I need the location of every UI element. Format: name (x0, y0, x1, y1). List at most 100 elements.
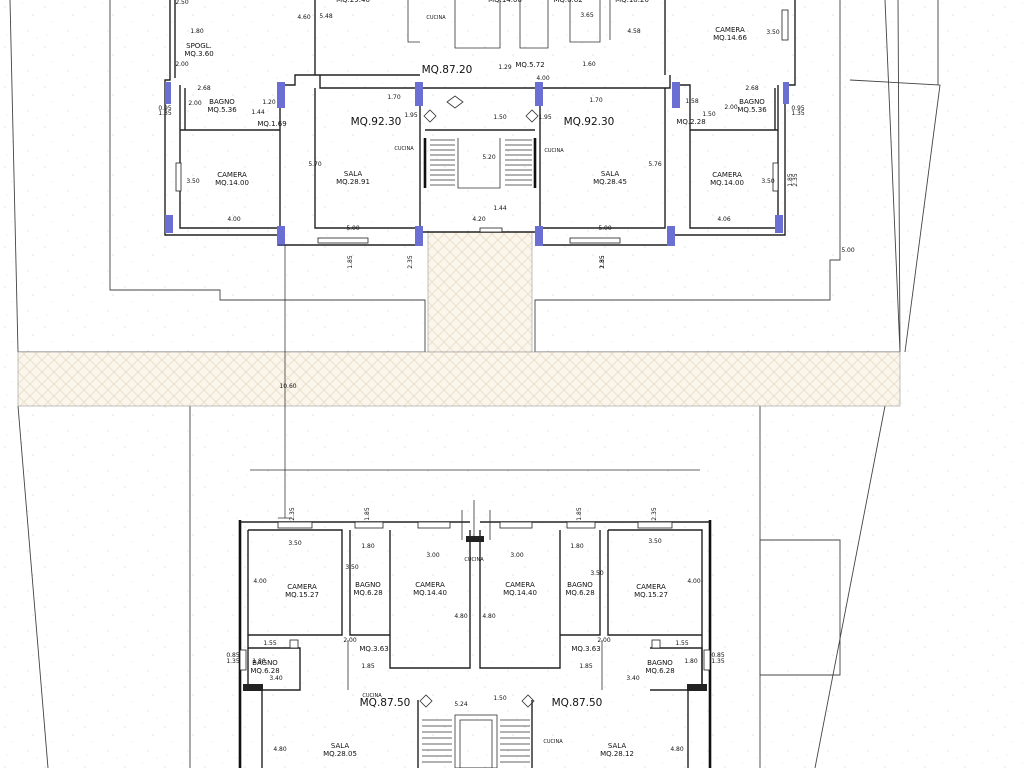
dimension-value: 1.58 (685, 98, 699, 105)
room-area: MQ.1.69 (257, 120, 286, 128)
dimension-value: 5.00 (598, 225, 612, 232)
vertical-dimension (278, 244, 292, 519)
dimension-value: 1.95 (404, 112, 418, 119)
apartment-area-label: MQ.92.30 (564, 116, 615, 128)
dimension-value: 3.40 (626, 675, 640, 682)
room-name: BAGNO (739, 98, 765, 106)
dimension-value: 1.85 (579, 663, 593, 670)
room-area: MQ.14.40 (413, 589, 447, 597)
dimension-value: 4.80 (273, 746, 287, 753)
dimension-value: 3.50 (648, 538, 662, 545)
dimension-value: 4.06 (717, 216, 731, 223)
room-area: MQ.15.27 (285, 591, 319, 599)
dimension-value: 1.60 (582, 61, 596, 68)
dimension-value: 1.80 (361, 543, 375, 550)
room-area: MQ.14.00 (710, 179, 744, 187)
dimension-value: 3.50 (186, 178, 200, 185)
dimension-value: 4.60 (297, 14, 311, 21)
kitchen-label: CUCINA (543, 739, 563, 745)
dimension-value: 2.00 (343, 637, 357, 644)
dimension-value: 4.58 (627, 28, 641, 35)
dimension-value: 3.50 (761, 178, 775, 185)
dimension-value: 1.85 (576, 507, 583, 521)
dimension-value: 0.85 (226, 652, 240, 659)
room-name: SALA (608, 742, 626, 750)
room-name: CAMERA (415, 581, 445, 589)
dimension-value: 1.29 (498, 64, 512, 71)
room-area: MQ.18.20 (615, 0, 649, 4)
kitchen-label: CUCINA (394, 146, 414, 152)
dimension-value: 3.50 (766, 29, 780, 36)
dimension-value: 1.50 (702, 111, 716, 118)
entrance-arrows (419, 95, 539, 708)
lower-block-walls (238, 469, 712, 768)
dimension-value: 5.70 (308, 161, 322, 168)
room-area: MQ.3.60 (184, 50, 213, 58)
dimension-value: 3.00 (426, 552, 440, 559)
dimension-value: 2.50 (175, 0, 189, 6)
dimension-value: 3.40 (269, 675, 283, 682)
dimension-value: 5.76 (648, 161, 662, 168)
dimension-value: 1.85 (361, 663, 375, 670)
room-name: SALA (601, 170, 619, 178)
dimension-value: 4.00 (687, 578, 701, 585)
paving-area (17, 231, 901, 407)
dimension-value: 1.35 (226, 658, 240, 665)
dimension-value: 1.44 (251, 109, 265, 116)
dimension-value: 4.20 (472, 216, 486, 223)
room-area: MQ.29.40 (336, 0, 370, 4)
room-area: MQ.28.12 (600, 750, 634, 758)
room-area: MQ.6.28 (353, 589, 382, 597)
room-name: CAMERA (636, 583, 666, 591)
upper-columns (165, 82, 789, 246)
dimension-value: 1.80 (684, 658, 698, 665)
upper-stair (430, 139, 532, 186)
dimension-value: 2.35 (407, 255, 414, 269)
room-name: CAMERA (505, 581, 535, 589)
room-name: BAGNO (209, 98, 235, 106)
kitchen-label: CUCINA (362, 693, 382, 699)
dimension-value: 1.50 (493, 114, 507, 121)
room-name: SPOGL. (186, 42, 212, 50)
room-area: MQ.5.36 (207, 106, 237, 114)
room-name: CAMERA (712, 171, 742, 179)
room-area: MQ.5.36 (737, 106, 767, 114)
dimension-value: 0.95 (158, 105, 172, 112)
dimension-value: 2.35 (792, 173, 799, 187)
dimension-value: 2.35 (289, 507, 296, 521)
dimension-value: 1.80 (190, 28, 204, 35)
room-area: MQ.15.27 (634, 591, 668, 599)
lower-stair (422, 714, 530, 768)
room-name: CAMERA (715, 26, 745, 34)
dimension-value: 1.55 (675, 640, 689, 647)
dimension-value: 0.85 (711, 652, 725, 659)
dimension-value: 3.50 (590, 570, 604, 577)
dimension-value: 4.80 (482, 613, 496, 620)
room-name: CAMERA (217, 171, 247, 179)
room-name: SALA (344, 170, 362, 178)
dimension-value: 4.00 (253, 578, 267, 585)
dimension-value: 1.35 (158, 110, 172, 117)
room-area: MQ.5.72 (515, 61, 544, 69)
dimension-value: 1.35 (711, 658, 725, 665)
dimension-value: 5.24 (454, 701, 468, 708)
room-area: MQ.28.45 (593, 178, 627, 186)
dimension-value: 1.80 (252, 658, 266, 665)
room-name: BAGNO (567, 581, 593, 589)
room-name: BAGNO (355, 581, 381, 589)
dimension-value: 4.00 (227, 216, 241, 223)
apartment-area-label: MQ.87.50 (552, 697, 603, 709)
room-area: MQ.28.05 (323, 750, 357, 758)
dimension-value: 2.35 (599, 255, 606, 269)
dimension-value: 1.80 (570, 543, 584, 550)
dimension-value: 1.55 (263, 640, 277, 647)
room-area: MQ.3.63 (359, 645, 388, 653)
dimension-value: 1.85 (364, 507, 371, 521)
dimension-value: 1.20 (262, 99, 276, 106)
kitchen-label: CUCINA (426, 15, 446, 21)
dimension-value: 2.68 (197, 85, 211, 92)
room-area: MQ.6.62 (553, 0, 582, 4)
